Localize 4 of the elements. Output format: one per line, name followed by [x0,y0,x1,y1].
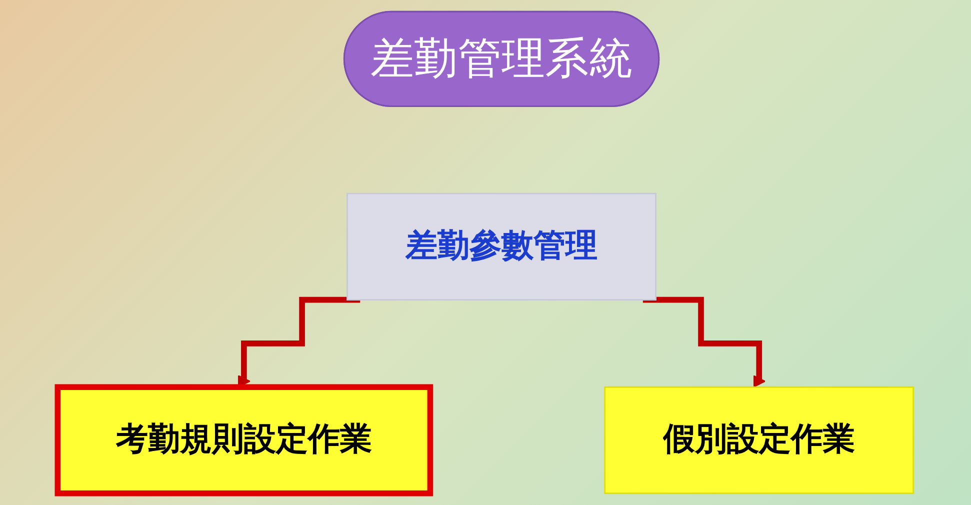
node-box: 差勤參數管理 [346,192,656,301]
node-box: 假別設定作業 [604,386,914,494]
node-box: 考勤規則設定作業 [54,384,434,496]
arrow [642,296,766,388]
